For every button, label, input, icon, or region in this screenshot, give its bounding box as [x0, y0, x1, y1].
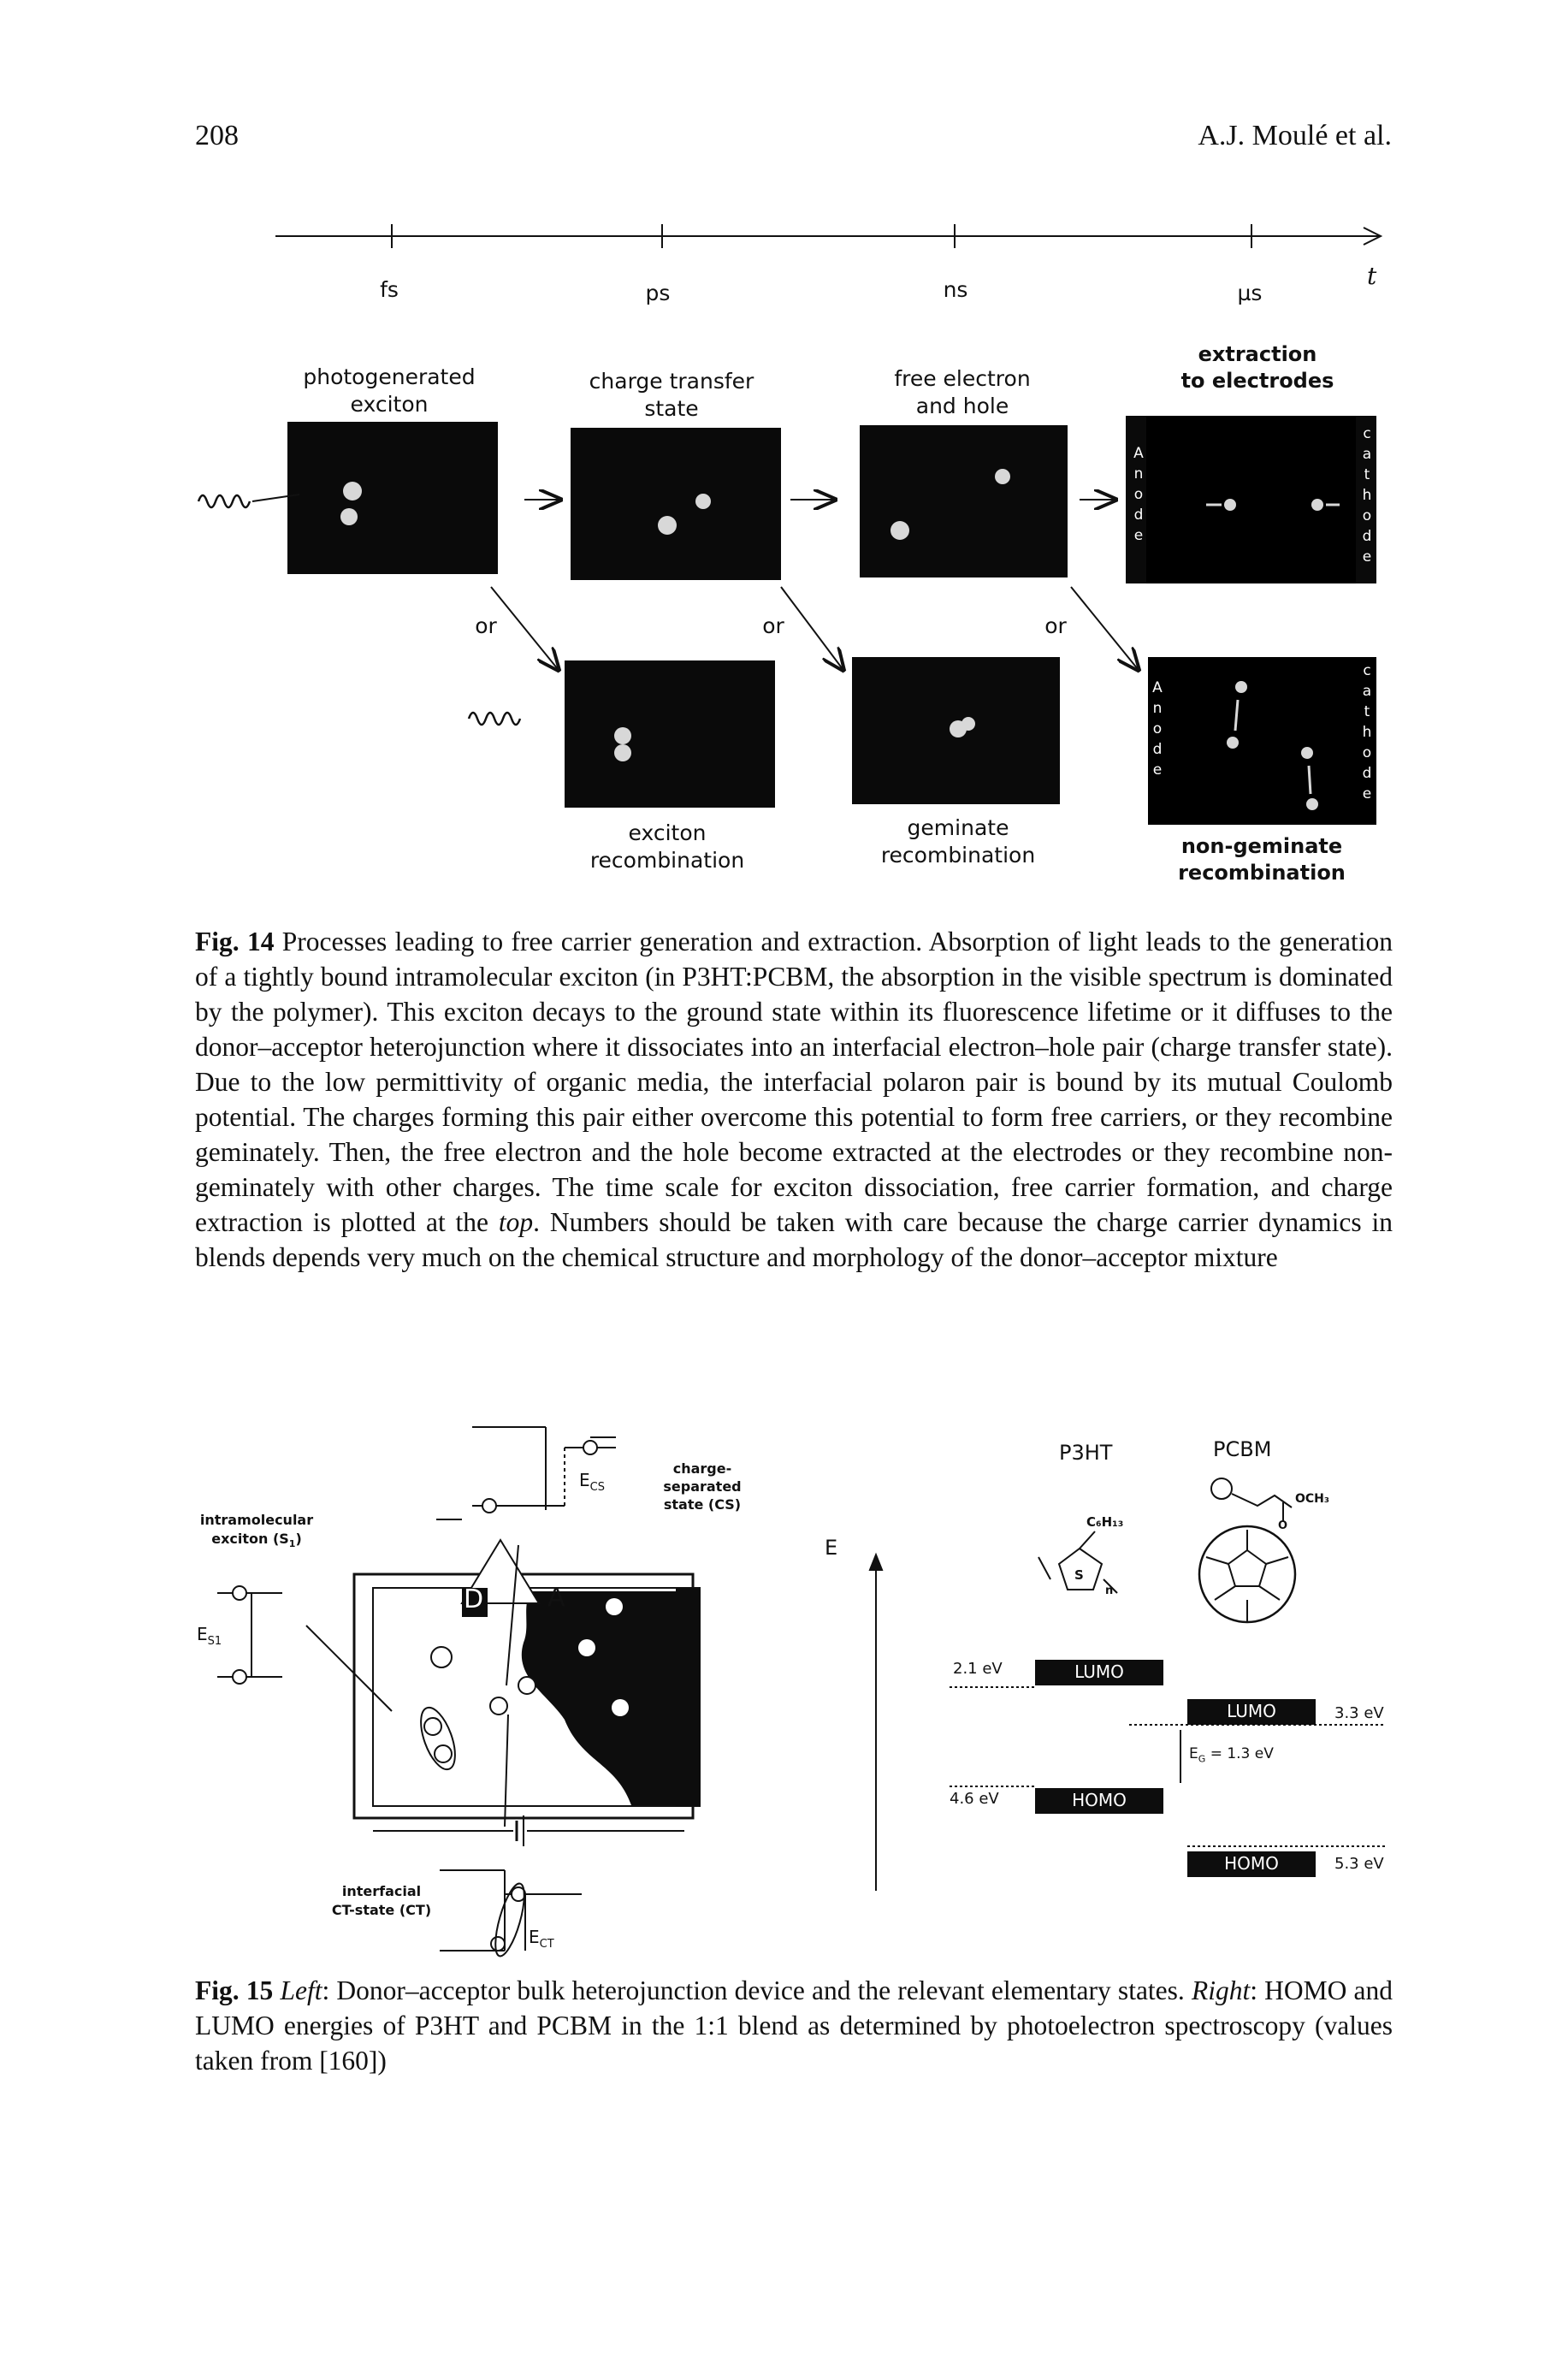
fig14-caption-top: top [498, 1207, 534, 1237]
donor-label: D [464, 1584, 484, 1614]
exciton-box [287, 422, 498, 574]
fig15-caption: Fig. 15 Left: Donor–acceptor bulk hetero… [195, 1975, 1393, 2076]
emission-wave-icon [467, 711, 522, 726]
p3ht-label: P3HT [1059, 1441, 1113, 1465]
p3ht-n-label: n [1105, 1584, 1114, 1597]
fig14-caption-label: Fig. 14 [195, 927, 275, 957]
ect-label: ECT [529, 1927, 554, 1951]
p3ht-s-label: S [1074, 1567, 1084, 1583]
pcbm-homo-energy: 5.3 eV [1334, 1855, 1384, 1873]
device-schematic [217, 1426, 701, 1957]
timescale-ns: ns [943, 277, 968, 302]
exciton-recombination-box [565, 660, 775, 808]
p3ht-lumo-bar [1035, 1660, 1163, 1685]
p3ht-lumo-energy: 2.1 eV [953, 1660, 1003, 1678]
fig15-caption-label: Fig. 15 [195, 1975, 274, 2005]
fig14-caption-text-end: . Numbers should be taken with care beca… [195, 1207, 1393, 1272]
fig15-caption-right: Right [1191, 1975, 1251, 2005]
energy-diagram [868, 1478, 1386, 1891]
p3ht-homo-bar [1035, 1788, 1163, 1814]
fig15-caption-left: Left [280, 1975, 322, 2005]
or-label-1: or [475, 613, 497, 638]
es1-label: ES1 [197, 1624, 222, 1648]
time-axis-label: t [1367, 262, 1377, 290]
pcbm-homo-label: HOMO [1224, 1853, 1279, 1874]
acceptor-label: A [547, 1583, 565, 1613]
energy-axis-label: E [825, 1536, 838, 1560]
photon-wave-icon [197, 494, 251, 509]
fig14-caption: Fig. 14 Processes leading to free carrie… [195, 924, 1393, 1275]
p3ht-chain-label: C₆H₁₃ [1086, 1514, 1124, 1530]
pcbm-label: PCBM [1213, 1437, 1272, 1461]
pcbm-och3-label: OCH₃ [1295, 1492, 1330, 1506]
pcbm-homo-bar [1187, 1851, 1316, 1877]
timescale-us: µs [1237, 281, 1263, 305]
ct-state-box [571, 428, 781, 580]
free-carrier-box [860, 425, 1068, 577]
pcbm-lumo-label: LUMO [1227, 1701, 1276, 1721]
fig14-diagram [197, 224, 1383, 825]
fig14-caption-text: Processes leading to free carrier genera… [195, 927, 1393, 1237]
thiophene-icon [1057, 1547, 1104, 1590]
ecs-label: ECS [579, 1470, 605, 1494]
or-label-2: or [762, 613, 784, 638]
time-axis [275, 224, 1383, 248]
running-header-authors: A.J. Moulé et al. [1198, 120, 1392, 151]
non-geminate-box [1148, 657, 1376, 825]
fig15-diagram [217, 1426, 1386, 1957]
pcbm-lumo-bar [1187, 1699, 1316, 1725]
timescale-fs: fs [380, 277, 399, 302]
bandgap-label: EG = 1.3 eV [1189, 1745, 1274, 1765]
p3ht-lumo-label: LUMO [1074, 1661, 1124, 1682]
p3ht-homo-label: HOMO [1072, 1790, 1127, 1810]
pcbm-lumo-energy: 3.3 eV [1334, 1704, 1384, 1722]
page-number: 208 [195, 120, 239, 151]
or-label-3: or [1044, 613, 1067, 638]
p3ht-homo-energy: 4.6 eV [950, 1790, 999, 1808]
timescale-ps: ps [645, 281, 671, 305]
pcbm-o-label: O [1278, 1519, 1288, 1532]
